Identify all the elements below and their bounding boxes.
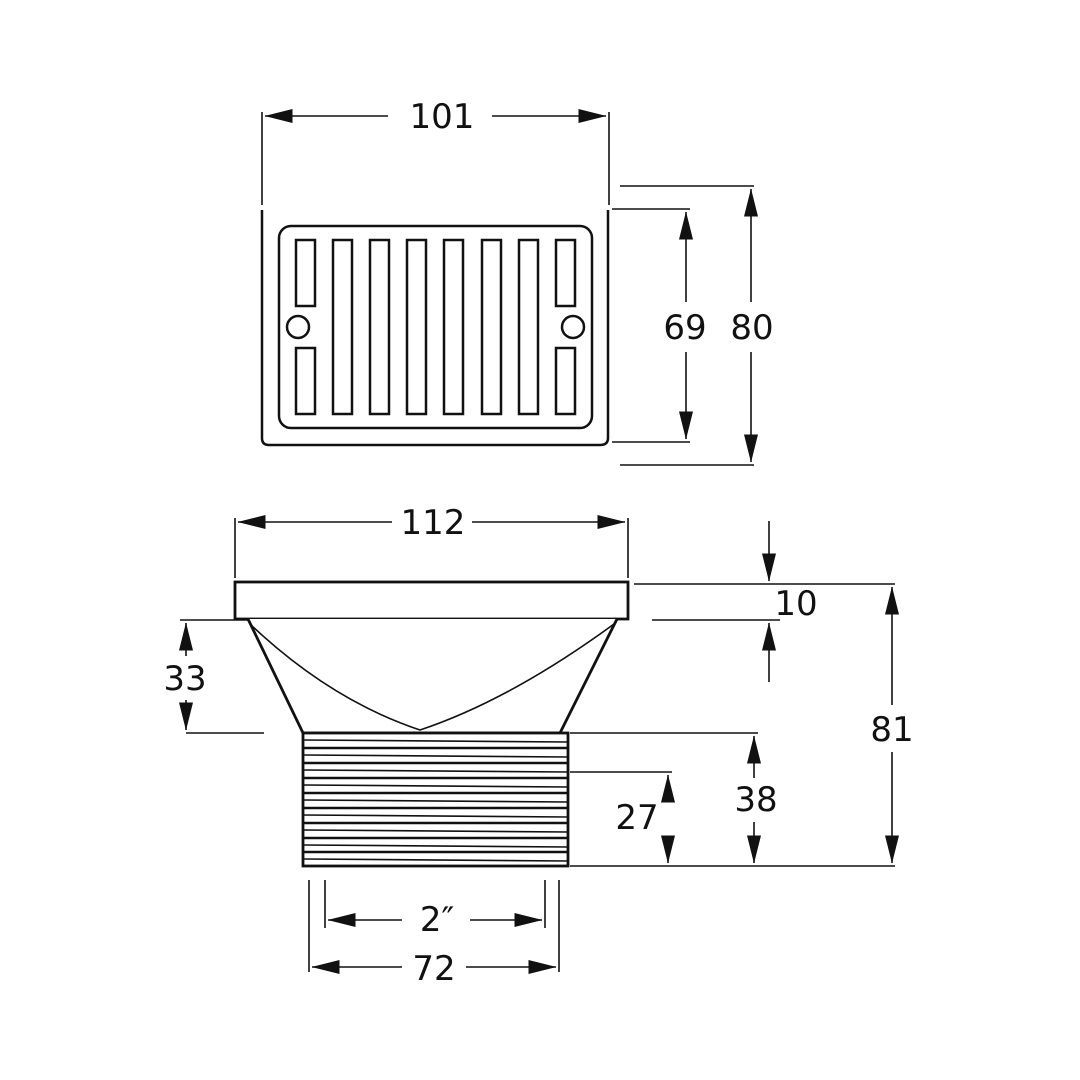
dim-81-label: 81 [870,710,913,750]
dim-72-label: 72 [412,949,455,989]
dim-112: 112 [234,503,629,578]
dim-69: 69 [612,208,707,443]
grate-slot [405,238,428,416]
grate-slot [294,238,317,308]
grate-slot [368,238,391,416]
dim-38: 38 [570,732,778,864]
dim-80-label: 80 [730,308,773,348]
grate-plate-outline [260,210,610,447]
dim-101-label: 101 [410,97,475,137]
dim-112-label: 112 [401,503,466,543]
dim-27-label: 27 [615,798,658,838]
dim-2-inch: 2″ [324,880,546,940]
dim-81: 81 [570,586,914,867]
dim-72: 72 [308,880,560,989]
dim-27: 27 [570,771,675,864]
screw-hole [285,314,311,340]
screw-hole [560,314,586,340]
grate-slots [294,238,577,416]
dim-2-inch-label: 2″ [420,900,454,940]
grate-slot [480,238,503,416]
funnel-curve [249,623,615,731]
dim-10-label: 10 [774,584,817,624]
top-view: 101 69 80 [260,97,774,466]
side-view: 112 10 33 81 3 [163,503,913,989]
grate-slot [294,346,317,416]
flange [233,580,630,621]
grate-slot [554,346,577,416]
grate-inner-frame [277,224,594,430]
dim-38-label: 38 [734,780,777,820]
grate-slot [442,238,465,416]
dim-33: 33 [163,619,264,734]
threaded-section [301,731,570,868]
dim-33-label: 33 [163,659,206,699]
funnel-body [246,618,619,735]
dim-80: 80 [620,185,774,466]
dim-101: 101 [261,97,610,205]
dim-10: 10 [634,521,895,682]
dim-69-label: 69 [663,308,706,348]
grate-slot [331,238,354,416]
grate-slot [517,238,540,416]
grate-slot [554,238,577,308]
